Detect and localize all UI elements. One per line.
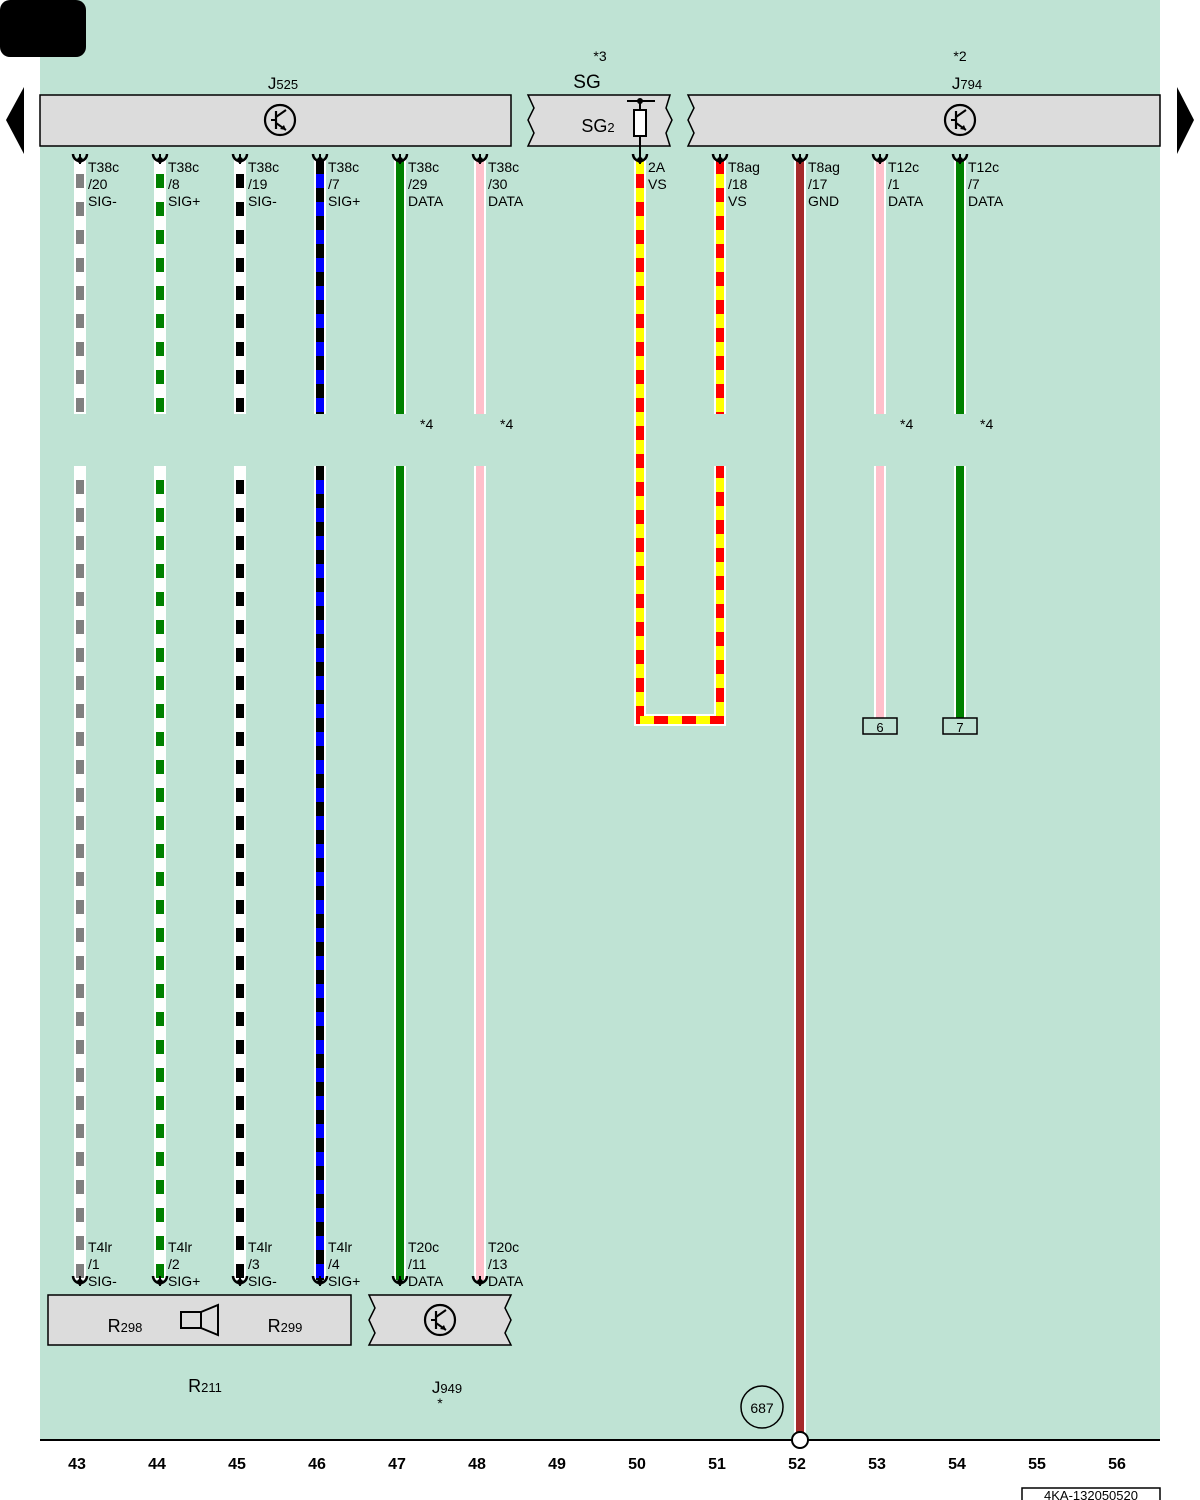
top-connector-46 bbox=[311, 153, 329, 164]
j949-note: * bbox=[437, 1395, 443, 1411]
ref-box-6[interactable]: 6 bbox=[862, 717, 898, 735]
wire-layer bbox=[74, 160, 966, 1434]
break-note-54: *4 bbox=[980, 416, 993, 432]
grid-number: 45 bbox=[228, 1456, 246, 1473]
fuse-icon bbox=[627, 98, 655, 157]
sg-note: *3 bbox=[593, 48, 606, 64]
previous-page-arrow[interactable] bbox=[6, 87, 24, 154]
bottom-connector-45 bbox=[231, 1275, 249, 1286]
j949-control-unit: J949 * bbox=[367, 1294, 513, 1411]
speaker-icon bbox=[180, 1303, 219, 1337]
transistor-icon bbox=[263, 103, 297, 137]
break-note-53: *4 bbox=[900, 416, 913, 432]
r298-label: R298 bbox=[108, 1316, 143, 1336]
top-connector-51 bbox=[711, 153, 729, 164]
transistor-icon bbox=[423, 1303, 457, 1337]
grid-number: 48 bbox=[468, 1456, 486, 1473]
grid-number: 54 bbox=[948, 1456, 966, 1473]
grid-number: 49 bbox=[548, 1456, 566, 1473]
grid-number: 50 bbox=[628, 1456, 646, 1473]
ref-box-7[interactable]: 7 bbox=[942, 717, 978, 735]
grid-number: 46 bbox=[308, 1456, 326, 1473]
sg-title: SG bbox=[573, 72, 600, 93]
top-connector-44 bbox=[151, 153, 169, 164]
grid-number: 51 bbox=[708, 1456, 726, 1473]
bottom-connector-44 bbox=[151, 1275, 169, 1286]
j794-note: *2 bbox=[953, 48, 966, 64]
top-connector-43 bbox=[71, 153, 89, 164]
grid-number: 44 bbox=[148, 1456, 166, 1473]
drawing-id: 4KA-132050520 bbox=[1044, 1488, 1138, 1500]
j794-label: J794 bbox=[952, 74, 982, 93]
bottom-connector-43 bbox=[71, 1275, 89, 1286]
j794-control-unit: *2 J794 bbox=[686, 48, 1161, 147]
top-connector-47 bbox=[391, 153, 409, 164]
break-note-48: *4 bbox=[500, 416, 513, 432]
grid-number: 55 bbox=[1028, 1456, 1046, 1473]
top-connector-45 bbox=[231, 153, 249, 164]
connector-layer bbox=[71, 153, 969, 1286]
bottom-connector-47 bbox=[391, 1275, 409, 1286]
page-tab bbox=[0, 0, 86, 57]
grid-number: 52 bbox=[788, 1456, 806, 1473]
svg-text:6: 6 bbox=[876, 720, 883, 735]
ground-junction bbox=[791, 1431, 809, 1449]
bottom-connector-46 bbox=[311, 1275, 329, 1286]
break-notes: *4 *4 *4 *4 bbox=[420, 416, 993, 432]
top-connector-53 bbox=[871, 153, 889, 164]
break-note-47: *4 bbox=[420, 416, 433, 432]
ground-point-687[interactable]: 687 bbox=[740, 1385, 784, 1429]
transistor-icon bbox=[943, 103, 977, 137]
grid-number: 56 bbox=[1108, 1456, 1126, 1473]
j525-control-unit: J525 bbox=[39, 74, 512, 147]
next-page-arrow[interactable] bbox=[1177, 87, 1194, 154]
top-connector-50 bbox=[631, 153, 649, 164]
sg2-label: SG2 bbox=[581, 116, 614, 136]
grid-number: 47 bbox=[388, 1456, 406, 1473]
top-connector-48 bbox=[471, 153, 489, 164]
sg-fuse-holder: *3 SG SG2 bbox=[526, 48, 673, 157]
j949-label: J949 bbox=[432, 1378, 462, 1397]
r211-speaker-unit: R298 R299 R211 bbox=[47, 1294, 352, 1396]
top-connector-52 bbox=[791, 153, 809, 164]
bottom-connector-48 bbox=[471, 1275, 489, 1286]
svg-text:687: 687 bbox=[750, 1400, 774, 1416]
r211-label: R211 bbox=[188, 1376, 222, 1396]
r299-label: R299 bbox=[268, 1316, 303, 1336]
grid-number: 43 bbox=[68, 1456, 86, 1473]
top-connector-54 bbox=[951, 153, 969, 164]
j525-label: J525 bbox=[268, 74, 298, 93]
diagram-background bbox=[40, 0, 1160, 1440]
wire-50-51-loop[interactable] bbox=[634, 160, 726, 726]
svg-text:7: 7 bbox=[956, 720, 963, 735]
grid-numbers: 43 44 45 46 47 48 49 50 51 52 53 54 55 56 bbox=[68, 1456, 1126, 1473]
drawing-id-box: 4KA-132050520 bbox=[1021, 1487, 1161, 1500]
grid-number: 53 bbox=[868, 1456, 886, 1473]
